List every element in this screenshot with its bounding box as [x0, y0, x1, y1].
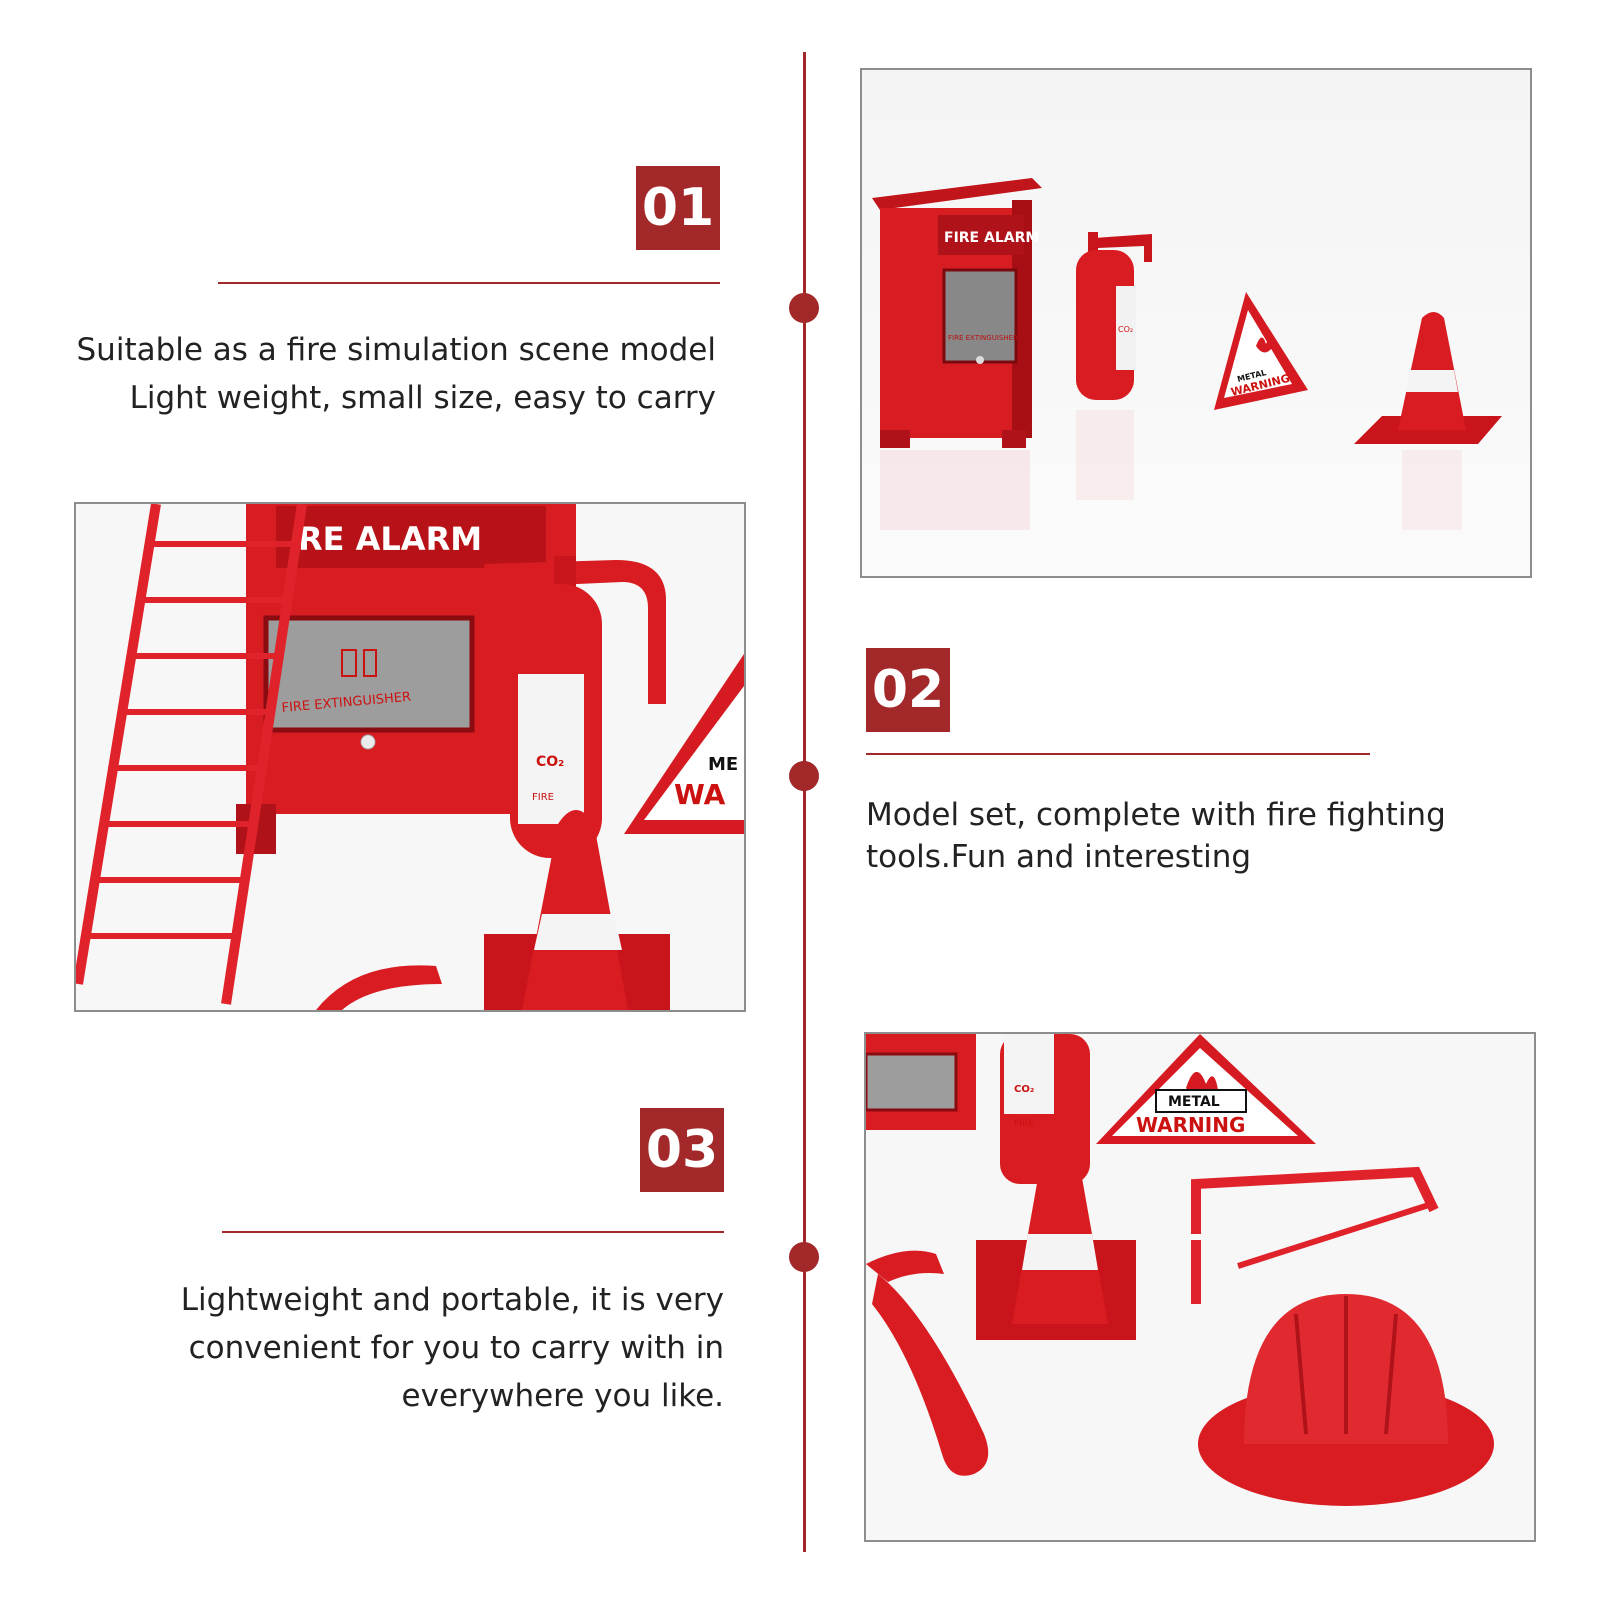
warning-sign-model: METAL WARNING: [1214, 292, 1308, 410]
traffic-cone-tools: [976, 1132, 1136, 1340]
warning-sign-closeup: ME WA: [624, 654, 744, 834]
product-closeup-illustration: RE ALARM FIRE EXTINGUISHER CO₂: [76, 504, 744, 1010]
fire-alarm-label-closeup: RE ALARM: [298, 520, 482, 558]
fire-label-closeup: FIRE: [532, 792, 554, 803]
description-line: Suitable as a fire simulation scene mode…: [76, 332, 717, 368]
timeline-dot-2: [789, 761, 819, 791]
fire-extinguisher-model: CO₂: [1076, 232, 1152, 400]
description-line: Model set, complete with fire fighting: [866, 797, 1446, 833]
metal-label-tools: METAL: [1168, 1094, 1220, 1110]
extinguisher-label: FIRE EXTINGUISHER: [948, 334, 1018, 342]
description-line: Light weight, small size, easy to carry: [129, 380, 716, 416]
timeline-dot-3: [789, 1242, 819, 1272]
section-number-01: 01: [636, 166, 720, 250]
co2-label-closeup: CO₂: [536, 754, 564, 770]
fire-label-tools: FIRE: [1014, 1119, 1034, 1129]
section-rule-01: [218, 282, 720, 284]
section-description-02: Model set, complete with fire fighting t…: [866, 794, 1506, 878]
section-number-03: 03: [640, 1108, 724, 1192]
fire-alarm-cabinet: FIRE ALARM FIRE EXTINGUISHER: [872, 178, 1042, 448]
hammer-closeup: [316, 965, 442, 1010]
ladder-model: [76, 504, 307, 1005]
section-rule-02: [866, 753, 1370, 755]
co2-label-tools: CO₂: [1014, 1084, 1034, 1095]
timeline-dot-1: [789, 293, 819, 323]
section-description-01: Suitable as a fire simulation scene mode…: [60, 326, 717, 422]
hammer-model: [866, 1250, 989, 1476]
section-number-02: 02: [866, 648, 950, 732]
co2-label: CO₂: [1118, 325, 1133, 334]
description-line: tools.Fun and interesting: [866, 839, 1252, 875]
warning-label-tools: WARNING: [1136, 1113, 1245, 1137]
product-photo-tools: CO₂ FIRE METAL WARNING: [864, 1032, 1536, 1542]
metal-label-closeup: ME: [708, 754, 738, 775]
fire-alarm-cabinet-partial: [866, 1034, 976, 1130]
warning-label-closeup: WA: [674, 778, 726, 811]
traffic-cone-model: [1354, 312, 1502, 444]
section-description-03: Lightweight and portable, it is very con…: [80, 1276, 724, 1420]
description-line: convenient for you to carry with in: [188, 1330, 724, 1366]
fire-alarm-label: FIRE ALARM: [944, 230, 1039, 246]
fire-extinguisher-closeup: CO₂ FIRE: [484, 556, 666, 858]
product-photo-lineup: FIRE ALARM FIRE EXTINGUISHER CO₂ METAL W…: [860, 68, 1532, 578]
product-tools-illustration: CO₂ FIRE METAL WARNING: [866, 1034, 1534, 1540]
traffic-cone-closeup: [484, 810, 670, 1010]
firefighter-helmet-model: [1198, 1294, 1494, 1506]
hacksaw-model: [1191, 1166, 1439, 1304]
product-photo-closeup: RE ALARM FIRE EXTINGUISHER CO₂: [74, 502, 746, 1012]
warning-sign-tools: METAL WARNING: [1096, 1034, 1316, 1144]
product-lineup-illustration: FIRE ALARM FIRE EXTINGUISHER CO₂ METAL W…: [862, 70, 1530, 576]
section-rule-03: [222, 1231, 724, 1233]
timeline-line: [803, 52, 806, 1552]
description-line: everywhere you like.: [401, 1378, 724, 1414]
description-line: Lightweight and portable, it is very: [180, 1282, 724, 1318]
